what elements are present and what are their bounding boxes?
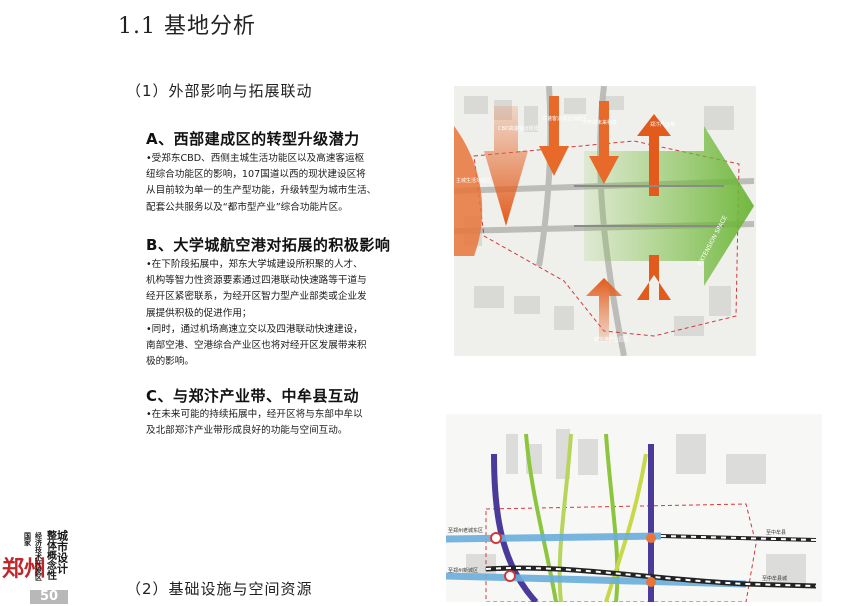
map1-label-hub: 高速客运综合功能区 — [542, 115, 587, 122]
project-logo: 郑州 城市设计 整体概念性 经济技术开发区 国家 — [0, 520, 80, 602]
extension-influence-map: CBD高速客运枢纽 高速客运综合功能区 大学城未来科技 郑汴产业带 主城生活功能… — [453, 85, 756, 357]
block-b-line: •在下阶段拓展中，郑东大学城建设所积聚的人才、 — [146, 259, 363, 270]
block-a-heading: A、西部建成区的转型升级潜力 — [146, 130, 360, 148]
logo-line-zone: 经济技术开发区 — [34, 531, 44, 582]
extension-map-graphic: CBD高速客运枢纽 高速客运综合功能区 大学城未来科技 郑汴产业带 主城生活功能… — [453, 85, 756, 357]
block-a-line: •受郑东CBD、西侧主城生活功能区以及高速客运枢 — [146, 153, 365, 164]
block-b-line: 经开区紧密联系，为经开区智力型产业部类或企业发 — [146, 291, 367, 303]
block-b-line: 展提供积极的促进作用； — [146, 307, 252, 319]
map2-label-zhongmu: 至中牟县 — [766, 529, 786, 536]
block-c-heading: C、与郑汴产业带、中牟县互动 — [146, 387, 360, 405]
block-b-line: 极的影响。 — [146, 356, 194, 368]
map1-label-urban: 主城生活功能区 — [456, 177, 491, 184]
map1-label-university: 大学城未来科技 — [582, 119, 617, 126]
block-b-heading: B、大学城航空港对拓展的积极影响 — [146, 236, 391, 254]
map2-label-zhongmu-town: 至中牟县城 — [762, 575, 787, 582]
section-heading-1: （1）外部影响与拓展联动 — [126, 82, 313, 100]
block-c-line: •在未来可能的持续拓展中，经开区将与东部中牟以 — [146, 409, 363, 420]
logo-graphic: 郑州 城市设计 整体概念性 经济技术开发区 国家 — [2, 529, 69, 582]
page-number: 50 — [30, 590, 68, 604]
infrastructure-map: 至郑州老城东区 至郑州新城区 至中牟县 至中牟县城 — [445, 414, 822, 605]
logo-line-nation: 国家 — [23, 531, 33, 547]
map1-label-cbd: CBD高速客运枢纽 — [498, 125, 539, 132]
map1-label-zhengbian: 郑汴产业带 — [650, 121, 675, 128]
block-b-body: •在下阶段拓展中，郑东大学城建设所积聚的人才、 机构等智力性资源要素通过四港联动… — [146, 257, 446, 370]
logo-line-urban-design: 城市设计 — [56, 529, 69, 575]
logo-line-concept: 整体概念性 — [45, 529, 58, 581]
page-title: 1.1 基地分析 — [118, 14, 256, 39]
map1-label-airport: 航空港产业园区 — [594, 336, 629, 343]
block-b-line: 南部空港、空港综合产业区也将对经开区发展带来积 — [146, 340, 367, 352]
block-a-body: •受郑东CBD、西侧主城生活功能区以及高速客运枢 纽综合功能区的影响，107国道… — [146, 151, 446, 216]
map2-label-new-district: 至郑州新城区 — [448, 567, 478, 574]
block-b-line: 机构等智力性资源要素通过四港联动快速路等干道与 — [146, 275, 367, 287]
block-a-line: 纽综合功能区的影响，107国道以西的现状建设区将 — [146, 169, 366, 181]
map2-label-old-east: 至郑州老城东区 — [448, 527, 483, 534]
logo-brush-chars: 郑州 — [2, 556, 46, 582]
block-c-line: 及北部郑汴产业带形成良好的功能与空间互动。 — [146, 425, 348, 437]
block-a-line: 配套公共服务以及“都市型产业”综合功能片区。 — [146, 201, 348, 213]
block-b-line: •同时，通过机场高速立交以及四港联动快速建设， — [146, 323, 363, 335]
block-a-line: 从目前较为单一的生产型功能，升级转型为城市生活、 — [146, 185, 377, 197]
block-c-body: •在未来可能的持续拓展中，经开区将与东部中牟以 及北部郑汴产业带形成良好的功能与… — [146, 407, 446, 439]
infrastructure-map-graphic: 至郑州老城东区 至郑州新城区 至中牟县 至中牟县城 — [445, 414, 822, 605]
section-heading-2: （2）基础设施与空间资源 — [126, 580, 313, 598]
